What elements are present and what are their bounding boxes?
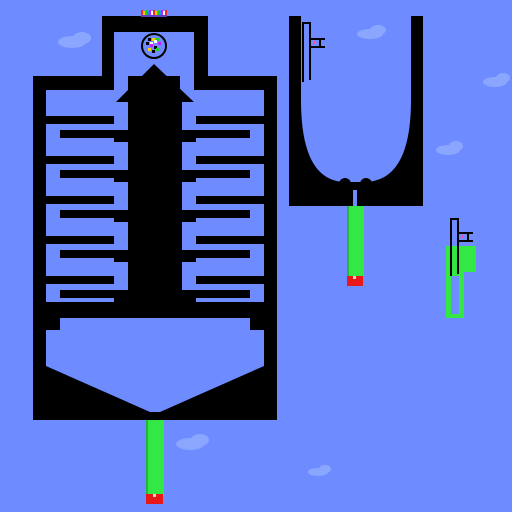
meander-channel-right [182,222,264,262]
meander-channel-right [182,262,264,302]
emitter-particle [155,11,157,16]
emitter-particle [153,10,155,15]
flag-pole [450,218,459,220]
flag-arm [459,240,473,242]
emitter-particle [143,11,145,16]
wheel-particle [152,50,155,53]
cloud [176,434,209,450]
emitter-particle [141,10,143,15]
maze-center-arrow [114,64,196,312]
cloud [483,73,510,87]
wheel-particle [154,46,157,49]
maze-right-shoulder [194,90,264,102]
valve-mark [353,276,356,279]
pipe-edge [146,420,148,496]
flag-pole [309,22,311,80]
meander-channel-right [182,102,264,142]
meander-channel-left [46,102,128,142]
wheel-particle [156,38,159,41]
emitter-particle [145,10,147,15]
valve[interactable] [146,494,163,504]
cloud [58,32,91,48]
wheel-particle [148,38,151,41]
wheel-particle [150,44,153,47]
basin-outlet-pipe[interactable] [347,206,364,286]
zigzag-maze-tower[interactable] [33,10,277,420]
flag-arm [467,232,469,242]
emitter-particle [159,11,161,16]
valve[interactable] [347,276,363,286]
emitter-particle [161,10,163,15]
emitter-particle [157,10,159,15]
pipe-body [347,206,364,276]
flag-pink [461,235,464,238]
cloud [357,25,386,39]
maze-left-shoulder [46,90,114,102]
basin-ball-right[interactable] [360,178,372,190]
flag-pole [457,218,459,274]
emitter-particle [149,10,151,15]
flag-arm [311,46,325,48]
meander-channel-left [46,142,128,182]
cloud [308,465,331,476]
valve-mark [153,494,156,497]
basin-drain [353,190,357,206]
basin-flag[interactable] [302,22,325,82]
flag-pole [302,22,304,82]
pipe-body [146,420,164,496]
flag-pole [450,218,452,276]
flag-pole [302,22,311,24]
wheel-particle [146,42,149,45]
meander-channel-left [46,182,128,222]
wheel-particle [152,38,155,41]
wheel-particle [154,40,157,43]
emitter-particle [165,10,167,15]
flag-pink [313,41,316,44]
meander-channel-left [46,262,128,302]
meander-channel-right [182,142,264,182]
rainbow-particle-emitter[interactable] [141,10,167,17]
emitter-particle [151,11,153,16]
basin-ball-left[interactable] [339,178,351,190]
maze-outlet-pipe[interactable] [146,420,164,504]
maze-funnel [46,318,264,412]
emitter-base [141,15,167,17]
pipe-edge [347,206,349,276]
flag-arm [319,38,321,48]
basin-wall [289,16,423,206]
flag-pipe-inner [451,276,459,314]
spawner-wheel-particles [146,38,161,53]
wheel-particle [156,48,159,51]
emitter-particle [147,11,149,16]
cloud [436,141,463,155]
right-meander-column [182,102,264,302]
flag-arm [459,232,473,234]
wheel-particle [150,42,153,45]
left-meander-column [46,102,128,302]
flag-arm [311,38,325,40]
meander-channel-left [46,222,128,262]
small-flag-post[interactable] [446,218,476,318]
flag-pipe-cap [458,246,476,272]
wheel-particle [148,48,151,51]
emitter-particle [163,11,165,16]
wheel-particle [158,42,161,45]
u-basin[interactable] [289,16,423,206]
meander-channel-right [182,182,264,222]
